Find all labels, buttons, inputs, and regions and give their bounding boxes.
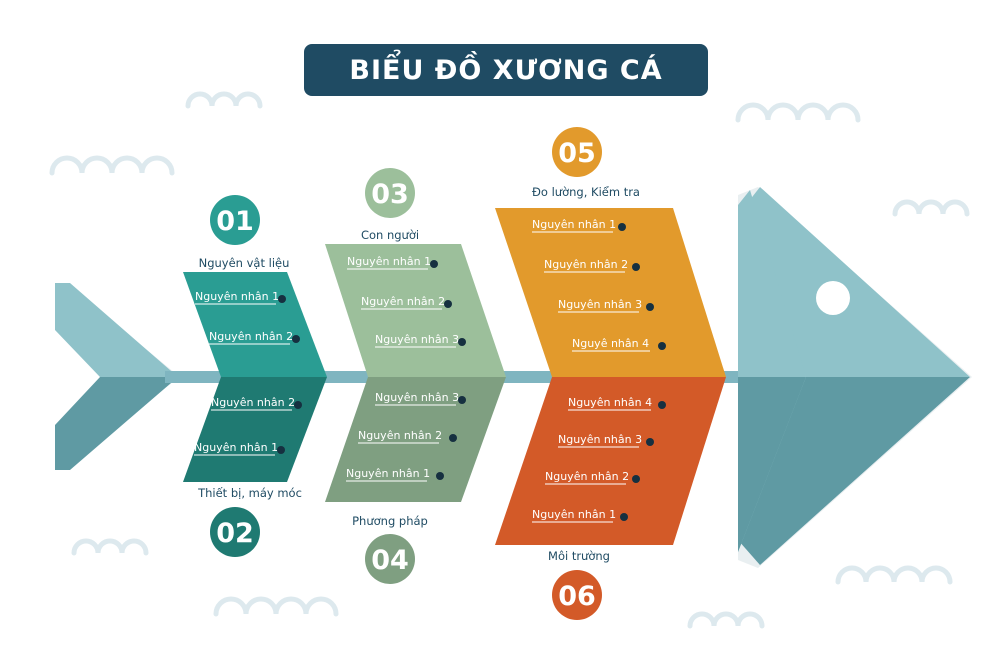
fish-tail-bottom bbox=[55, 377, 178, 470]
cause-item: Nguyên nhân 2 bbox=[211, 396, 302, 411]
cause-item: Nguyên nhân 3 bbox=[375, 333, 466, 348]
cause-dot bbox=[632, 263, 640, 271]
cause-dot bbox=[658, 401, 666, 409]
cause-item: Nguyên nhân 1 bbox=[346, 467, 444, 482]
cause-label: Nguyên nhân 3 bbox=[558, 433, 642, 446]
fish-eye bbox=[816, 281, 850, 315]
badge-04 bbox=[365, 534, 415, 584]
cause-label: Nguyên nhân 4 bbox=[568, 396, 652, 409]
cause-dot bbox=[458, 338, 466, 346]
cause-item: Nguyên nhân 2 bbox=[209, 330, 300, 345]
cause-dot bbox=[292, 335, 300, 343]
cause-label: Nguyên nhân 2 bbox=[361, 295, 445, 308]
cause-item: Nguyên nhân 1 bbox=[195, 290, 286, 305]
cause-label: Nguyên nhân 2 bbox=[211, 396, 295, 409]
cause-dot bbox=[620, 513, 628, 521]
badge-06 bbox=[552, 570, 602, 620]
badge-03 bbox=[365, 168, 415, 218]
cause-label: Nguyên nhân 1 bbox=[346, 467, 430, 480]
cause-label: Nguyên nhân 3 bbox=[375, 391, 459, 404]
badge-02 bbox=[210, 507, 260, 557]
cause-item: Nguyên nhân 1 bbox=[532, 508, 628, 523]
cause-dot bbox=[449, 434, 457, 442]
badge-05-number: 05 bbox=[558, 138, 596, 169]
bone-01 bbox=[183, 272, 327, 377]
cause-item: Nguyê nhân 4 bbox=[572, 337, 666, 352]
bone-05 bbox=[495, 208, 726, 377]
category-label-06: Môi trường bbox=[548, 549, 610, 563]
cause-label: Nguyê nhân 4 bbox=[572, 337, 649, 350]
cause-item: Nguyên nhân 3 bbox=[375, 391, 466, 406]
category-label-02: Thiết bị, máy móc bbox=[197, 486, 302, 500]
badge-05 bbox=[552, 127, 602, 177]
cause-dot bbox=[277, 446, 285, 454]
cause-label: Nguyên nhân 2 bbox=[209, 330, 293, 343]
cause-label: Nguyên nhân 1 bbox=[532, 508, 616, 521]
category-label-01: Nguyên vật liệu bbox=[199, 256, 290, 270]
decorative-waves bbox=[49, 91, 970, 629]
cause-item: Nguyên nhân 1 bbox=[194, 441, 285, 456]
cause-dot bbox=[278, 295, 286, 303]
cause-dot bbox=[658, 342, 666, 350]
cause-dot bbox=[632, 475, 640, 483]
cause-dot bbox=[458, 396, 466, 404]
badge-02-number: 02 bbox=[216, 518, 254, 549]
cause-dot bbox=[646, 438, 654, 446]
cause-item: Nguyên nhân 3 bbox=[558, 298, 654, 313]
cause-label: Nguyên nhân 1 bbox=[532, 218, 616, 231]
category-label-05: Đo lường, Kiểm tra bbox=[532, 185, 640, 199]
cause-label: Nguyên nhân 2 bbox=[545, 470, 629, 483]
cause-item: Nguyên nhân 1 bbox=[347, 255, 438, 270]
cause-item: Nguyên nhân 2 bbox=[358, 429, 457, 444]
cause-dot bbox=[436, 472, 444, 480]
cause-item: Nguyên nhân 3 bbox=[558, 433, 654, 448]
badge-01 bbox=[210, 195, 260, 245]
bone-04 bbox=[325, 377, 506, 502]
cause-label: Nguyên nhân 1 bbox=[347, 255, 431, 268]
cause-item: Nguyên nhân 4 bbox=[568, 396, 666, 411]
cause-dot bbox=[618, 223, 626, 231]
fish-tail-top bbox=[55, 283, 178, 377]
cause-dot bbox=[646, 303, 654, 311]
cause-dot bbox=[294, 401, 302, 409]
bone-06 bbox=[495, 377, 726, 545]
cause-label: Nguyên nhân 3 bbox=[375, 333, 459, 346]
cause-item: Nguyên nhân 2 bbox=[361, 295, 452, 310]
category-label-04: Phương pháp bbox=[352, 514, 428, 528]
cause-label: Nguyên nhân 2 bbox=[544, 258, 628, 271]
badge-06-number: 06 bbox=[558, 581, 596, 612]
badge-01-number: 01 bbox=[216, 206, 254, 237]
cause-label: Nguyên nhân 1 bbox=[194, 441, 278, 454]
cause-dot bbox=[444, 300, 452, 308]
diagram-title: BIỂU ĐỒ XƯƠNG CÁ bbox=[304, 44, 708, 96]
cause-dot bbox=[430, 260, 438, 268]
badge-04-number: 04 bbox=[371, 545, 409, 576]
category-label-03: Con người bbox=[361, 228, 419, 242]
cause-label: Nguyên nhân 3 bbox=[558, 298, 642, 311]
cause-label: Nguyên nhân 1 bbox=[195, 290, 279, 303]
cause-label: Nguyên nhân 2 bbox=[358, 429, 442, 442]
cause-item: Nguyên nhân 2 bbox=[545, 470, 640, 485]
fish-head-bottom bbox=[738, 377, 970, 565]
fish-head-top bbox=[738, 187, 970, 377]
bone-02 bbox=[183, 377, 327, 482]
badge-03-number: 03 bbox=[371, 179, 409, 210]
cause-item: Nguyên nhân 2 bbox=[544, 258, 640, 273]
cause-item: Nguyên nhân 1 bbox=[532, 218, 626, 233]
